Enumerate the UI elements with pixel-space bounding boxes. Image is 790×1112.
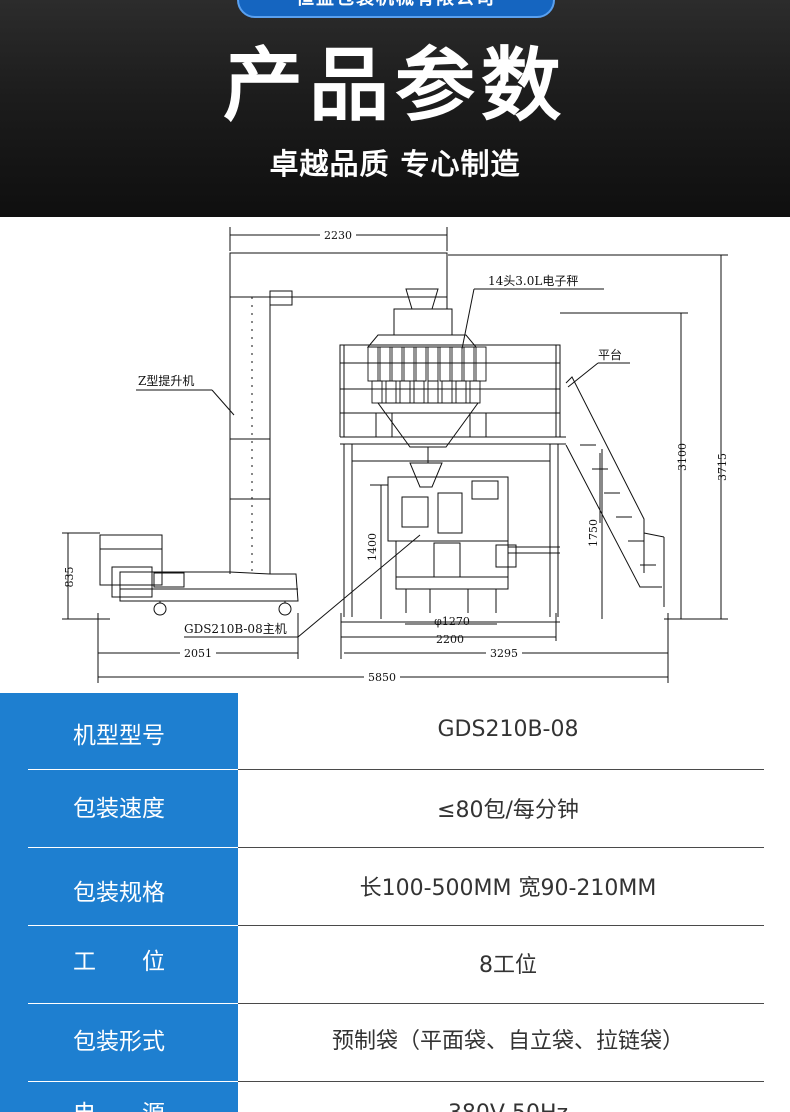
- technical-drawing: 2230 3715 3100 1750 1400 835 φ1270 2200 …: [0, 217, 790, 693]
- spec-row-size: 包装规格 长100-500MM 宽90-210MM: [0, 854, 790, 932]
- label-weigher: 14头3.0L电子秤: [488, 274, 578, 288]
- page-subtitle: 卓越品质 专心制造: [269, 147, 521, 181]
- dim-inner-height: 1400: [366, 533, 379, 561]
- spec-value: GDS210B-08: [437, 717, 579, 742]
- page-title: 产品参数: [223, 39, 567, 132]
- dim-machine-height: 1750: [587, 519, 600, 547]
- divider: [238, 1081, 764, 1082]
- spec-row-speed: 包装速度 ≤80包/每分钟: [0, 770, 790, 848]
- spec-label: 包装规格: [73, 880, 165, 906]
- divider: [28, 925, 238, 926]
- divider: [238, 1003, 764, 1004]
- spec-value: 预制袋（平面袋、自立袋、拉链袋）: [331, 1029, 684, 1054]
- spec-value: ≤80包/每分钟: [437, 798, 579, 823]
- dim-overall-length: 5850: [368, 671, 396, 684]
- spec-label-column: [0, 693, 238, 1112]
- spec-row-form: 包装形式 预制袋（平面袋、自立袋、拉链袋）: [0, 1003, 790, 1081]
- dim-elevator-height: 835: [63, 567, 76, 588]
- spec-label: 机型型号: [73, 723, 165, 749]
- dim-overall-height: 3715: [716, 453, 729, 481]
- spec-row-stations: 工 位 8工位: [0, 923, 790, 1001]
- spec-label: 电 源: [0, 1075, 238, 1112]
- spec-value: 长100-500MM 宽90-210MM: [359, 876, 657, 901]
- spec-label: 包装速度: [73, 796, 165, 822]
- machine-drawing-svg: 2230 3715 3100 1750 1400 835 φ1270 2200 …: [62, 227, 729, 684]
- dim-right-length: 3295: [490, 647, 518, 660]
- divider: [28, 1003, 238, 1004]
- divider: [238, 847, 764, 848]
- label-main-machine: GDS210B-08主机: [184, 622, 287, 636]
- spec-value: 380V 50Hz: [238, 1075, 778, 1112]
- dim-base-width: 2200: [436, 633, 464, 646]
- spec-row-model: 机型型号 GDS210B-08: [0, 697, 790, 775]
- spec-value: 8工位: [479, 953, 537, 978]
- dim-elevator-length: 2051: [184, 647, 212, 660]
- dim-top-width: 2230: [324, 229, 352, 242]
- divider: [28, 1081, 238, 1082]
- dim-platform-height: 3100: [676, 443, 689, 471]
- divider: [28, 769, 238, 770]
- spec-table: 机型型号 GDS210B-08 包装速度 ≤80包/每分钟 包装规格 长100-…: [0, 693, 790, 1112]
- divider: [238, 925, 764, 926]
- spec-label: 包装形式: [73, 1029, 165, 1055]
- divider: [238, 769, 764, 770]
- label-elevator: Z型提升机: [138, 373, 194, 388]
- label-platform: 平台: [598, 347, 622, 362]
- divider: [28, 847, 238, 848]
- header-banner: 恒益包装机械有限公司 产品参数 卓越品质 专心制造: [0, 0, 790, 217]
- spec-label: 工 位: [73, 949, 165, 975]
- spec-row-power: 电 源 380V 50Hz: [0, 1083, 790, 1112]
- company-name-badge: 恒益包装机械有限公司: [237, 0, 555, 18]
- dim-base-diameter: φ1270: [434, 615, 470, 628]
